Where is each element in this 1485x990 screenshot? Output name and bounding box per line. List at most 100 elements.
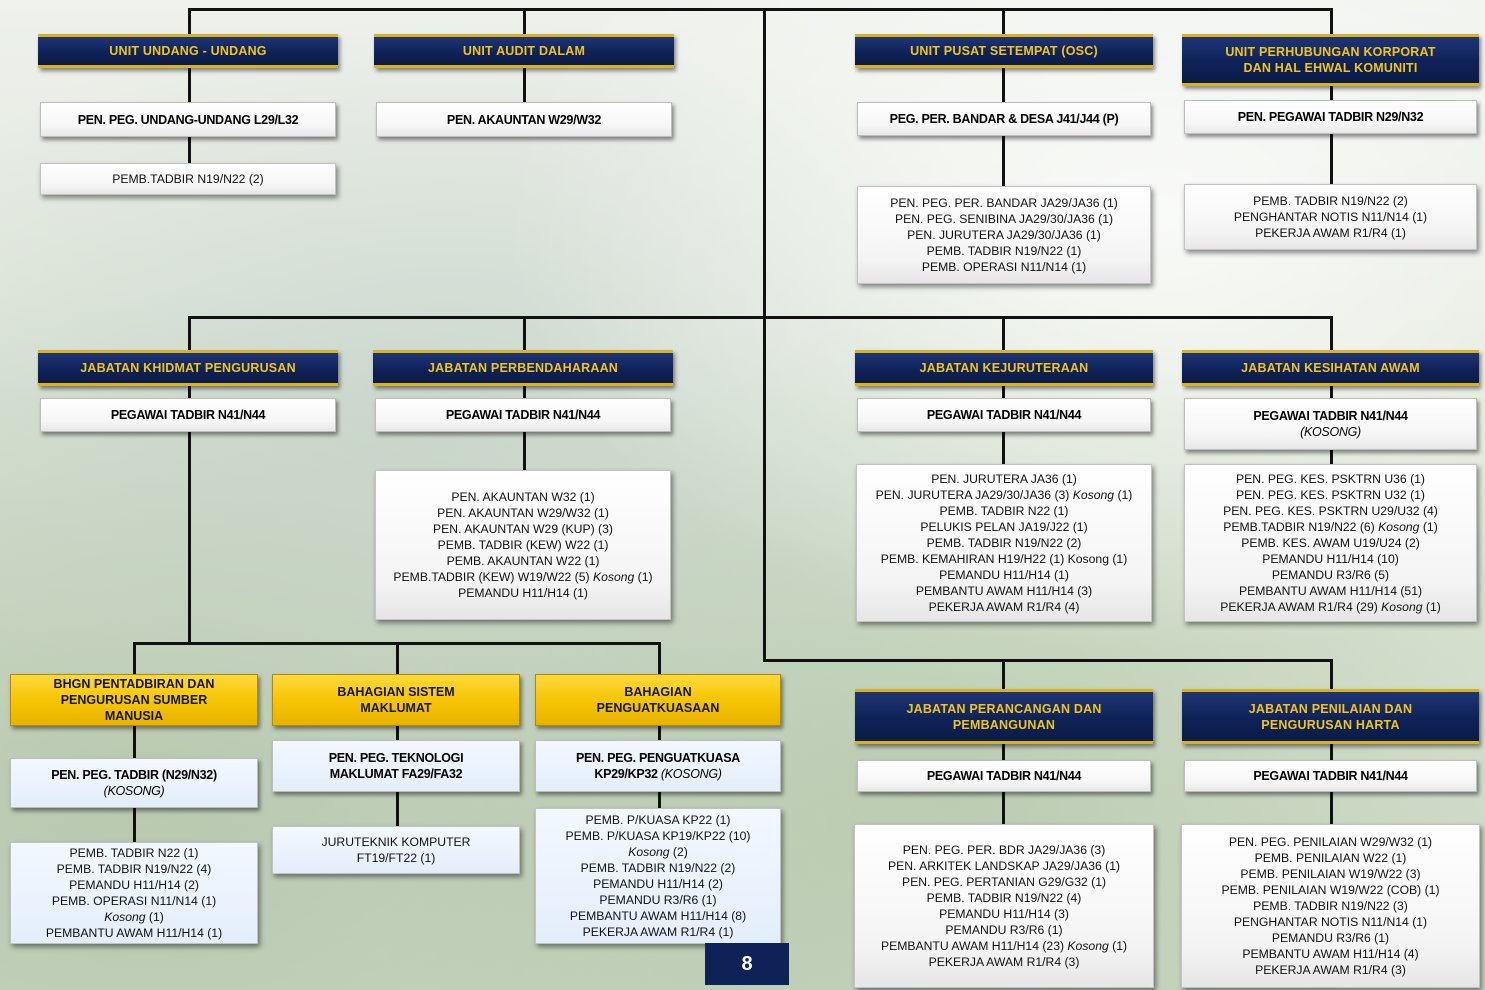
- staff-item: PEMB. PENILAIAN W19/W22 (3): [1240, 867, 1421, 881]
- dept-perbendaharaan-head-box: PEGAWAI TADBIR N41/N44: [375, 398, 671, 432]
- dept-perancangan-title-line: PEMBANGUNAN: [952, 717, 1056, 732]
- staff-text: PEKERJA AWAM R1/R4 (29): [1220, 600, 1382, 614]
- staff-item: PEMANDU H11/H14 (10): [1262, 552, 1399, 566]
- staff-item: PEMB. TADBIR N22 (1): [939, 504, 1069, 518]
- staff-item: PEKERJA AWAM R1/R4 (29) Kosong (1): [1220, 599, 1441, 615]
- staff-item: PEMB.TADBIR N19/N22 (2): [112, 172, 264, 186]
- section-pentadbiran-head: PEN. PEG. TADBIR (N29/N32): [51, 768, 217, 782]
- staff-item: PEN. JURUTERA JA36 (1): [931, 472, 1077, 486]
- staff-item: PEN. PEG. PER. BANDAR JA29/JA36 (1): [890, 196, 1118, 210]
- unit-undang-header: UNIT UNDANG - UNDANG: [38, 34, 338, 68]
- section-penguatkuasaan-title-line: BAHAGIAN: [624, 685, 692, 699]
- staff-item: PEN. PEG. PERTANIAN G29/G32 (1): [901, 875, 1107, 889]
- staff-item: PEKERJA AWAM R1/R4 (1): [582, 925, 734, 939]
- dept-penilaian-head: PEGAWAI TADBIR N41/N44: [1253, 769, 1408, 783]
- page-number: 8: [705, 943, 789, 985]
- section-penguatkuasaan-head-box: PEN. PEG. PENGUATKUASA KP29/KP32 (KOSONG…: [535, 740, 781, 792]
- dept-kejuruteraan-staff-box: PEN. JURUTERA JA36 (1) PEN. JURUTERA JA2…: [856, 464, 1152, 622]
- dept-perancangan-title-line: JABATAN PERANCANGAN DAN: [906, 701, 1102, 716]
- staff-item: FT19/FT22 (1): [356, 851, 436, 865]
- staff-item: PEN. AKAUNTAN W32 (1): [451, 490, 595, 504]
- dept-penilaian-title-line: PENGURUSAN HARTA: [1261, 717, 1400, 732]
- unit-audit-head: PEN. AKAUNTAN W29/W32: [446, 112, 602, 127]
- section-pentadbiran-header: BHGN PENTADBIRAN DAN PENGURUSAN SUMBER M…: [10, 674, 258, 726]
- staff-item: PEMB. P/KUASA KP22 (1): [585, 813, 731, 827]
- staff-item: Kosong (2): [628, 844, 688, 860]
- staff-item: PEN. PEG. KES. PSKTRN U29/U32 (4): [1223, 504, 1438, 518]
- staff-item: PEMB. P/KUASA KP19/KP22 (10): [565, 829, 751, 843]
- staff-item: PEMBANTU AWAM H11/H14 (8): [569, 909, 747, 923]
- staff-item: PEMB. TADBIR N19/N22 (2): [580, 861, 736, 875]
- section-penguatkuasaan-header: BAHAGIAN PENGUATKUASAAN: [535, 674, 781, 726]
- dept-perancangan-staff-box: PEN. PEG. PER. BDR JA29/JA36 (3) PEN. AR…: [854, 824, 1154, 988]
- staff-item: PEMB. TADBIR N19/N22 (1): [926, 244, 1082, 258]
- dept-kesihatan-staff-box: PEN. PEG. KES. PSKTRN U36 (1) PEN. PEG. …: [1184, 464, 1477, 622]
- staff-item: PEMB. TADBIR (KEW) W22 (1): [437, 538, 609, 552]
- staff-item: PEMANDU R3/R6 (5): [1271, 568, 1390, 582]
- staff-item: PEN. PEG. PER. BDR JA29/JA36 (3): [902, 843, 1106, 857]
- staff-item: PEMANDU R3/R6 (1): [1271, 931, 1390, 945]
- dept-khidmat-head: PEGAWAI TADBIR N41/N44: [110, 408, 266, 422]
- staff-item: PEMB. TADBIR N19/N22 (4): [926, 891, 1082, 905]
- staff-text: PEMBANTU AWAM H11/H14 (23): [880, 939, 1068, 953]
- staff-item: PEMB. OPERASI N11/N14 (1): [921, 260, 1087, 274]
- section-pentadbiran-title-line: BHGN PENTADBIRAN DAN: [53, 677, 215, 691]
- section-sistem-title-line: BAHAGIAN SISTEM: [337, 685, 455, 699]
- staff-item: PEN. AKAUNTAN W29/W32 (1): [437, 506, 609, 520]
- staff-item: PENGHANTAR NOTIS N11/N14 (1): [1233, 210, 1428, 224]
- kosong-text: Kosong: [592, 570, 635, 584]
- kosong-note: (KOSONG): [660, 767, 722, 781]
- staff-item: PEMANDU H11/H14 (2): [69, 878, 199, 892]
- staff-item: PEMB. TADBIR N19/N22 (2): [1253, 194, 1408, 208]
- unit-osc-head-box: PEG. PER. BANDAR & DESA J41/J44 (P): [857, 102, 1151, 136]
- unit-audit-title: UNIT AUDIT DALAM: [462, 44, 586, 58]
- unit-osc-title: UNIT PUSAT SETEMPAT (OSC): [910, 44, 1098, 58]
- kosong-text: Kosong: [104, 910, 146, 924]
- staff-item: PELUKIS PELAN JA19/J22 (1): [920, 520, 1088, 534]
- section-sistem-head-line: PEN. PEG. TEKNOLOGI: [328, 751, 464, 765]
- staff-item: PEN. PEG. KES. PSKTRN U32 (1): [1236, 488, 1425, 502]
- dept-penilaian-header: JABATAN PENILAIAN DAN PENGURUSAN HARTA: [1182, 689, 1479, 744]
- unit-undang-head: PEN. PEG. UNDANG-UNDANG L29/L32: [77, 112, 299, 127]
- section-pentadbiran-staff-box: PEMB. TADBIR N22 (1) PEMB. TADBIR N19/N2…: [10, 842, 258, 944]
- staff-text: (1): [634, 570, 653, 584]
- staff-item: PEMANDU R3/R6 (1): [945, 923, 1063, 937]
- section-sistem-title-line: MAKLUMAT: [360, 701, 432, 715]
- dept-khidmat-header: JABATAN KHIDMAT PENGURUSAN: [38, 350, 338, 386]
- staff-item: PEMBANTU AWAM H11/H14 (4): [1242, 947, 1419, 961]
- unit-undang-head-box: PEN. PEG. UNDANG-UNDANG L29/L32: [40, 102, 336, 137]
- dept-penilaian-title-line: JABATAN PENILAIAN DAN: [1248, 701, 1413, 716]
- section-sistem-header: BAHAGIAN SISTEM MAKLUMAT: [272, 674, 520, 726]
- section-penguatkuasaan-staff-box: PEMB. P/KUASA KP22 (1) PEMB. P/KUASA KP1…: [535, 808, 781, 944]
- dept-kejuruteraan-header: JABATAN KEJURUTERAAN: [855, 350, 1153, 386]
- staff-item: PEKERJA AWAM R1/R4 (4): [928, 600, 1080, 614]
- staff-item: PEMB. OPERASI N11/N14 (1): [51, 894, 217, 908]
- staff-text: (1): [1422, 600, 1441, 614]
- kosong-text: Kosong: [628, 845, 670, 859]
- staff-item: PEMANDU H11/H14 (2): [593, 877, 723, 891]
- staff-text: PEMB.TADBIR N19/N22 (6): [1223, 520, 1379, 534]
- staff-text: PEN. JURUTERA JA29/30/JA36 (3): [875, 488, 1073, 502]
- staff-item: PEMANDU R3/R6 (1): [599, 893, 717, 907]
- staff-text: (1): [145, 910, 164, 924]
- unit-korporat-head: PEN. PEGAWAI TADBIR N29/N32: [1237, 110, 1424, 124]
- staff-item: Kosong (1): [104, 909, 164, 925]
- kosong-note: (KOSONG): [1300, 425, 1361, 439]
- dept-kesihatan-header: JABATAN KESIHATAN AWAM: [1182, 350, 1479, 386]
- staff-item: PENGHANTAR NOTIS N11/N14 (1): [1233, 915, 1428, 929]
- dept-khidmat-head-box: PEGAWAI TADBIR N41/N44: [40, 398, 336, 432]
- unit-korporat-title-line: DAN HAL EHWAL KOMUNITI: [1243, 61, 1418, 75]
- section-pentadbiran-title-line: PENGURUSAN SUMBER: [60, 693, 208, 707]
- unit-korporat-header: UNIT PERHUBUNGAN KORPORAT DAN HAL EHWAL …: [1182, 34, 1479, 86]
- staff-text: (1): [1108, 939, 1128, 953]
- dept-kesihatan-head-box: PEGAWAI TADBIR N41/N44 (KOSONG): [1184, 398, 1477, 450]
- staff-item: PEMB. KES. AWAM U19/U24 (2): [1241, 536, 1420, 550]
- staff-item: PEMBANTU AWAM H11/H14 (23) Kosong (1): [881, 938, 1127, 954]
- dept-perbendaharaan-head: PEGAWAI TADBIR N41/N44: [445, 408, 601, 422]
- unit-korporat-title-line: UNIT PERHUBUNGAN KORPORAT: [1225, 45, 1436, 59]
- staff-item: PEN. ARKITEK LANDSKAP JA29/JA36 (1): [887, 859, 1121, 873]
- unit-undang-staff-box: PEMB.TADBIR N19/N22 (2): [40, 163, 336, 195]
- unit-korporat-staff-box: PEMB. TADBIR N19/N22 (2) PENGHANTAR NOTI…: [1184, 184, 1477, 250]
- staff-item: PEMB.TADBIR (KEW) W19/W22 (5) Kosong (1): [393, 569, 652, 585]
- staff-text: PEMB.TADBIR (KEW) W19/W22 (5): [393, 570, 593, 584]
